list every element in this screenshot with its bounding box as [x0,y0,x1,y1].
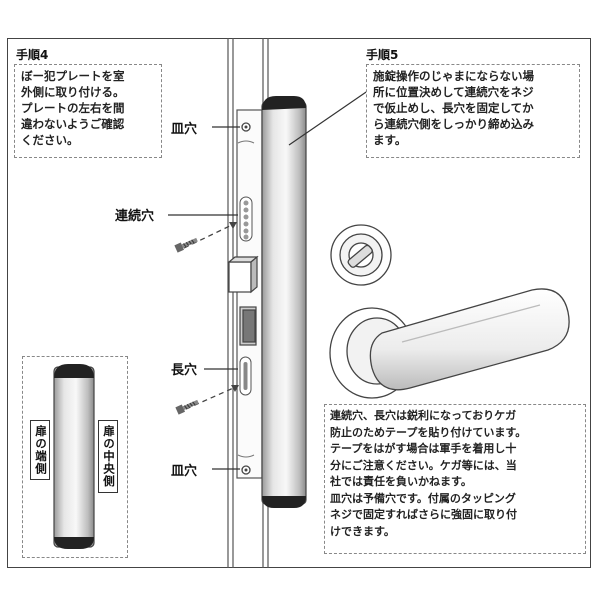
step5-heading: 手順5 [366,48,399,62]
slot-hole [239,356,252,396]
step5-note-line: ら連続穴側をしっかり締め込み [373,117,534,131]
strike-plate [236,109,263,479]
countersink-hole-top [237,122,255,144]
countersink-hole-bottom [237,454,255,475]
caution-line: けできます。 [330,524,395,538]
step5-note: 施錠操作のじゃまにならない場 所に位置決めして連続穴をネジ で仮止めし、長穴を固… [366,64,580,158]
caution-line: 皿穴は予備穴です。付属のタッピング [330,491,516,505]
lever-handle [329,288,570,399]
side-reference-box [22,356,128,558]
caution-line: 連続穴、長穴は鋭利になっておりケガ [330,409,517,422]
step4-note-line: 外側に取り付ける。 [21,85,125,99]
step5-note-line: 所に位置決めして連続穴をネジ [373,85,534,99]
caution-line: 社では責任を負いかねます。 [330,475,472,488]
screw-lower [175,385,239,415]
latch-recess [227,255,259,346]
caution-line: テープをはがす場合は軍手を着用し十 [330,442,517,455]
side-label-door-center: 扉の中央側 [98,420,118,493]
step4-note-line: 違わないようご確認 [21,117,125,131]
guard-plate-reference [53,364,95,549]
label-countersink-bottom: 皿穴 [171,464,198,479]
step4-note: ぼー犯プレートを室 外側に取り付ける。 プレートの左右を間 違わないようご確認 … [14,64,162,158]
caution-line: ネジで固定すればさらに強固に取り付 [330,508,517,521]
thumb-turn-escutcheon [330,224,392,286]
diagram-frame [7,38,591,568]
step4-note-line: プレートの左右を間 [21,101,125,115]
step5-note-line: ます。 [373,133,407,147]
screw-upper [174,222,237,253]
guard-plate [261,96,307,508]
step4-note-line: ぼー犯プレートを室 [21,69,125,83]
step4-heading: 手順4 [16,48,49,62]
side-label-door-edge: 扉の端側 [30,420,50,480]
caution-line: 分にご注意ください。ケガ等には、当 [330,458,517,472]
step4-note-line: ください。 [21,133,79,147]
label-countersink-top: 皿穴 [171,122,198,137]
caution-line: 防止のためテープを貼り付けています。 [330,425,527,439]
step5-note-line: で仮止めし、長穴を固定してか [373,101,534,115]
label-continuous-holes: 連続穴 [115,209,155,224]
caution-note: 連続穴、長穴は鋭利になっておりケガ 防止のためテープを貼り付けています。 テープ… [324,404,586,554]
label-leaders [168,87,373,470]
continuous-holes [239,196,253,242]
label-slot-hole: 長穴 [171,363,198,378]
step5-note-line: 施錠操作のじゃまにならない場 [373,69,534,83]
